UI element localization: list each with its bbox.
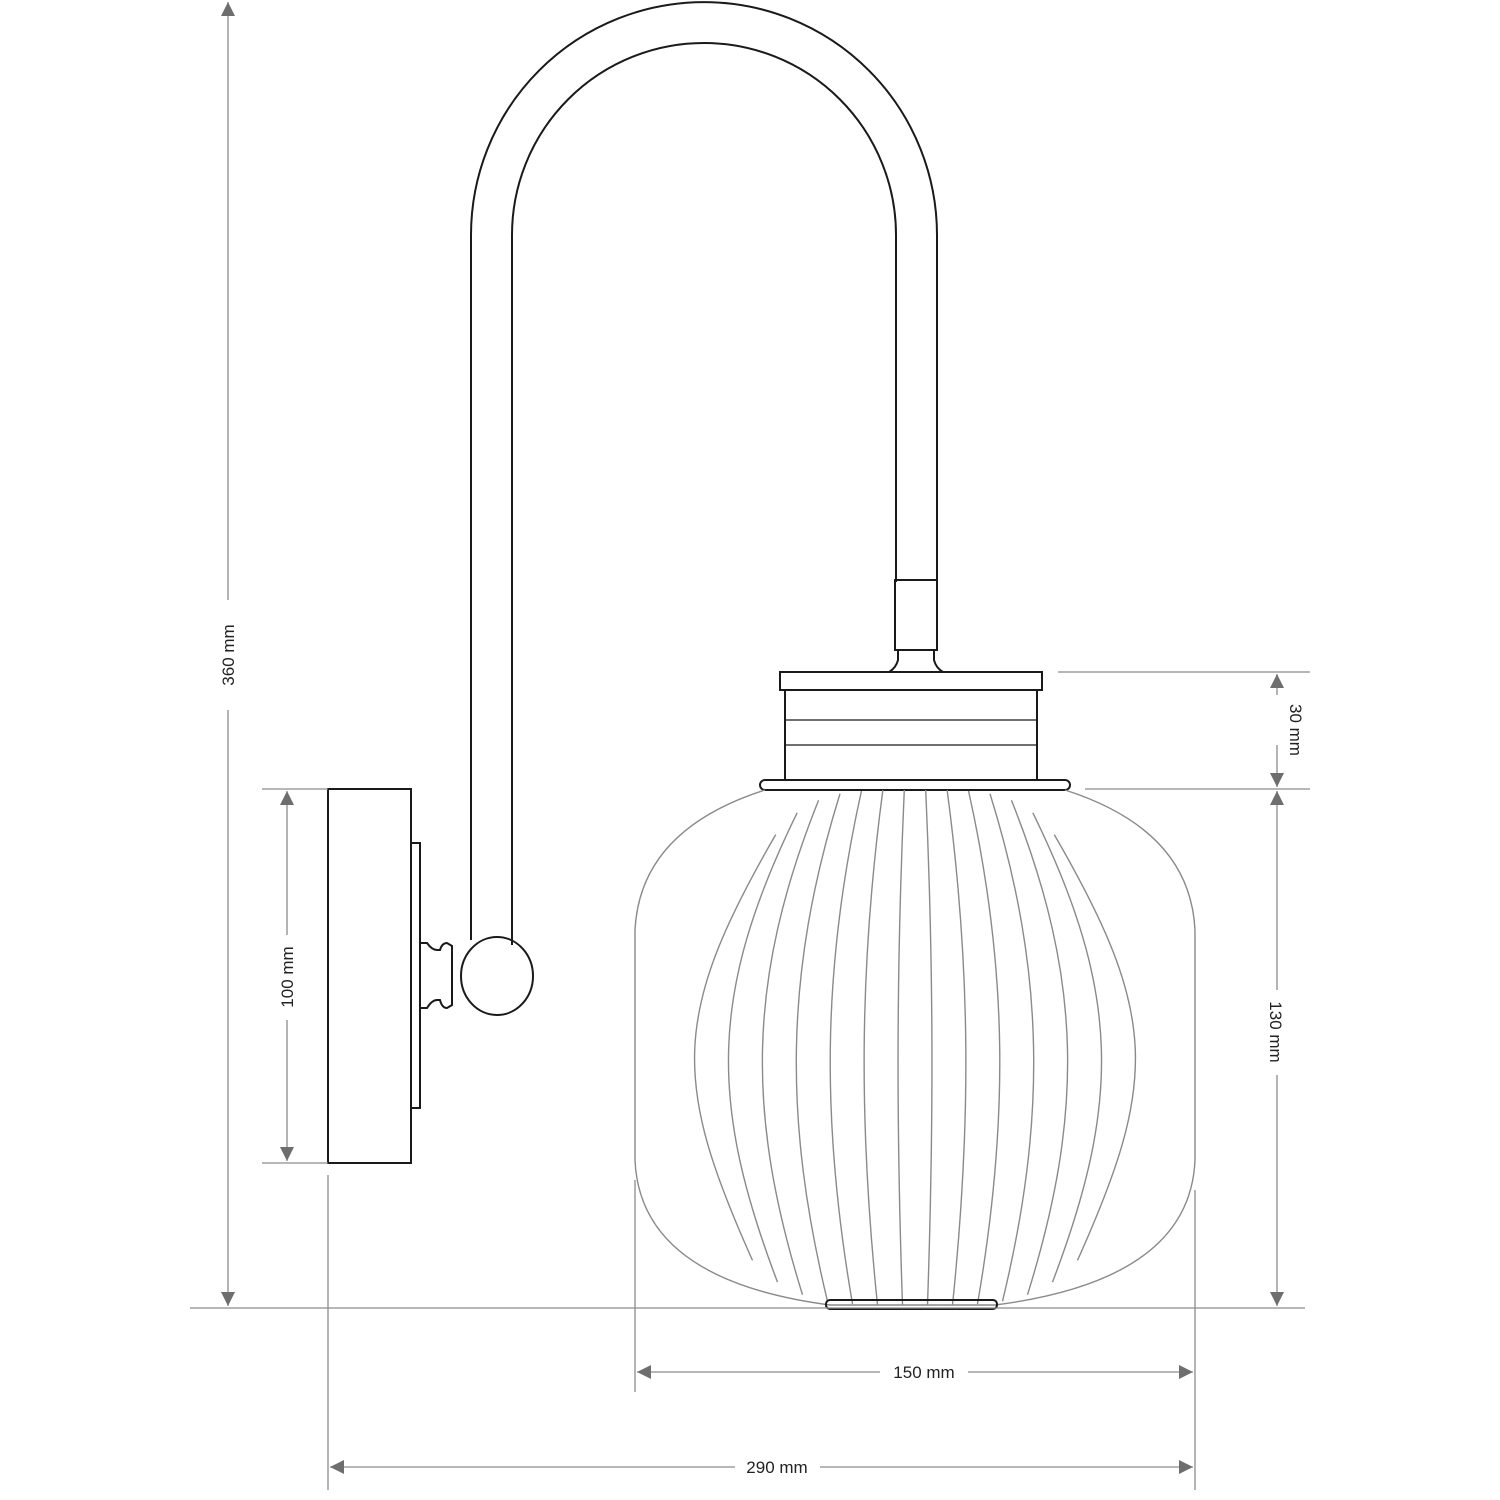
dim-label-wall-plate-height: 100 mm [278, 946, 297, 1007]
shade-rib [795, 793, 841, 1302]
shade-rib [1053, 834, 1137, 1261]
shade-ribs [693, 789, 1137, 1306]
dim-label-total-depth: 290 mm [746, 1458, 807, 1477]
wall-mount [327, 788, 534, 1164]
dim-label-total-height: 360 mm [219, 624, 238, 685]
shade-rib [693, 834, 777, 1261]
shade-rib [863, 790, 884, 1305]
dimension-lines [190, 1, 1310, 1490]
dim-label-shade-width: 150 mm [893, 1363, 954, 1382]
knob-ball [460, 936, 534, 1016]
shade-bottom-ring [825, 1299, 998, 1310]
lamp-holder [759, 671, 1071, 791]
shade-rib [925, 789, 933, 1306]
shade-rib [727, 812, 798, 1283]
shade-rib [967, 790, 1001, 1305]
shade-rib [897, 789, 905, 1306]
dim-label-holder-height: 30 mm [1286, 704, 1305, 756]
holder-cap [779, 671, 1043, 691]
ribbed-glass-shade [634, 789, 1196, 1310]
knob-connector [420, 941, 453, 1010]
gooseneck-arm [470, 1, 944, 945]
shade-rib [946, 790, 967, 1305]
wall-plate [327, 788, 412, 1164]
arm-coupler [894, 579, 938, 651]
shade-rib [1010, 799, 1069, 1295]
arm-neck [888, 650, 944, 673]
holder-ring [759, 779, 1071, 791]
dim-label-shade-height: 130 mm [1266, 1001, 1285, 1062]
shade-rib [829, 790, 863, 1305]
wall-plate-inner [410, 842, 421, 1109]
holder-body [784, 689, 1038, 781]
shade-rib [1032, 812, 1103, 1283]
shade-outline [634, 789, 1196, 1306]
shade-rib [761, 799, 820, 1295]
shade-rib [989, 793, 1035, 1302]
